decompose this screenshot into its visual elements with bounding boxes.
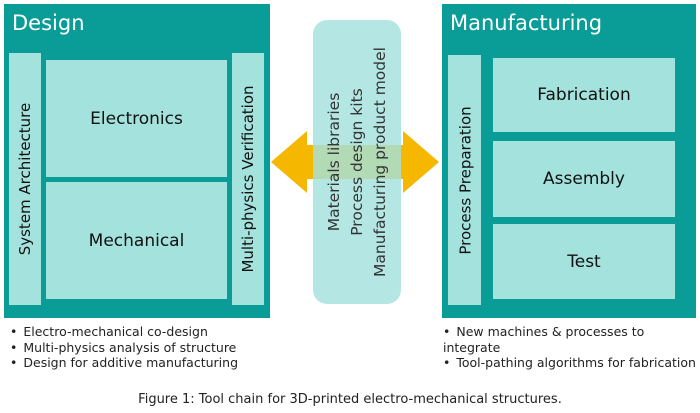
center-libraries-box: Materials libraries Process design kits … bbox=[313, 20, 401, 304]
mechanical-box: Mechanical bbox=[46, 182, 227, 299]
fabrication-label: Fabrication bbox=[537, 85, 631, 105]
assembly-label: Assembly bbox=[543, 169, 625, 189]
center-line-process-kits: Process design kits bbox=[347, 88, 366, 236]
system-architecture-box: System Architecture bbox=[9, 53, 41, 305]
manufacturing-bullet-2: Tool-pathing algorithms for fabrication bbox=[443, 355, 700, 371]
design-title: Design bbox=[12, 11, 85, 35]
mechanical-label: Mechanical bbox=[88, 230, 185, 251]
electronics-box: Electronics bbox=[46, 60, 227, 177]
assembly-box: Assembly bbox=[493, 141, 675, 217]
electronics-label: Electronics bbox=[90, 108, 183, 129]
design-bullet-1: Electro-mechanical co-design bbox=[10, 324, 238, 340]
design-bullet-3: Design for additive manufacturing bbox=[10, 355, 238, 371]
design-bullets: Electro-mechanical co-design Multi-physi… bbox=[10, 324, 238, 371]
center-line-product-model: Manufacturing product model bbox=[370, 47, 389, 277]
design-bullet-2: Multi-physics analysis of structure bbox=[10, 340, 238, 356]
center-libraries-text: Materials libraries Process design kits … bbox=[313, 20, 401, 304]
manufacturing-bullets: New machines & processes to integrate To… bbox=[443, 324, 700, 371]
process-preparation-box: Process Preparation bbox=[448, 55, 481, 305]
manufacturing-bullet-1: New machines & processes to integrate bbox=[443, 324, 700, 355]
manufacturing-title: Manufacturing bbox=[450, 11, 603, 35]
test-box: Test bbox=[493, 224, 675, 299]
fabrication-box: Fabrication bbox=[493, 58, 675, 132]
center-line-materials: Materials libraries bbox=[324, 92, 343, 232]
multi-physics-verification-box: Multi-physics Verification bbox=[232, 53, 264, 305]
figure-caption: Figure 1: Tool chain for 3D-printed elec… bbox=[138, 392, 562, 407]
test-label: Test bbox=[567, 251, 601, 272]
